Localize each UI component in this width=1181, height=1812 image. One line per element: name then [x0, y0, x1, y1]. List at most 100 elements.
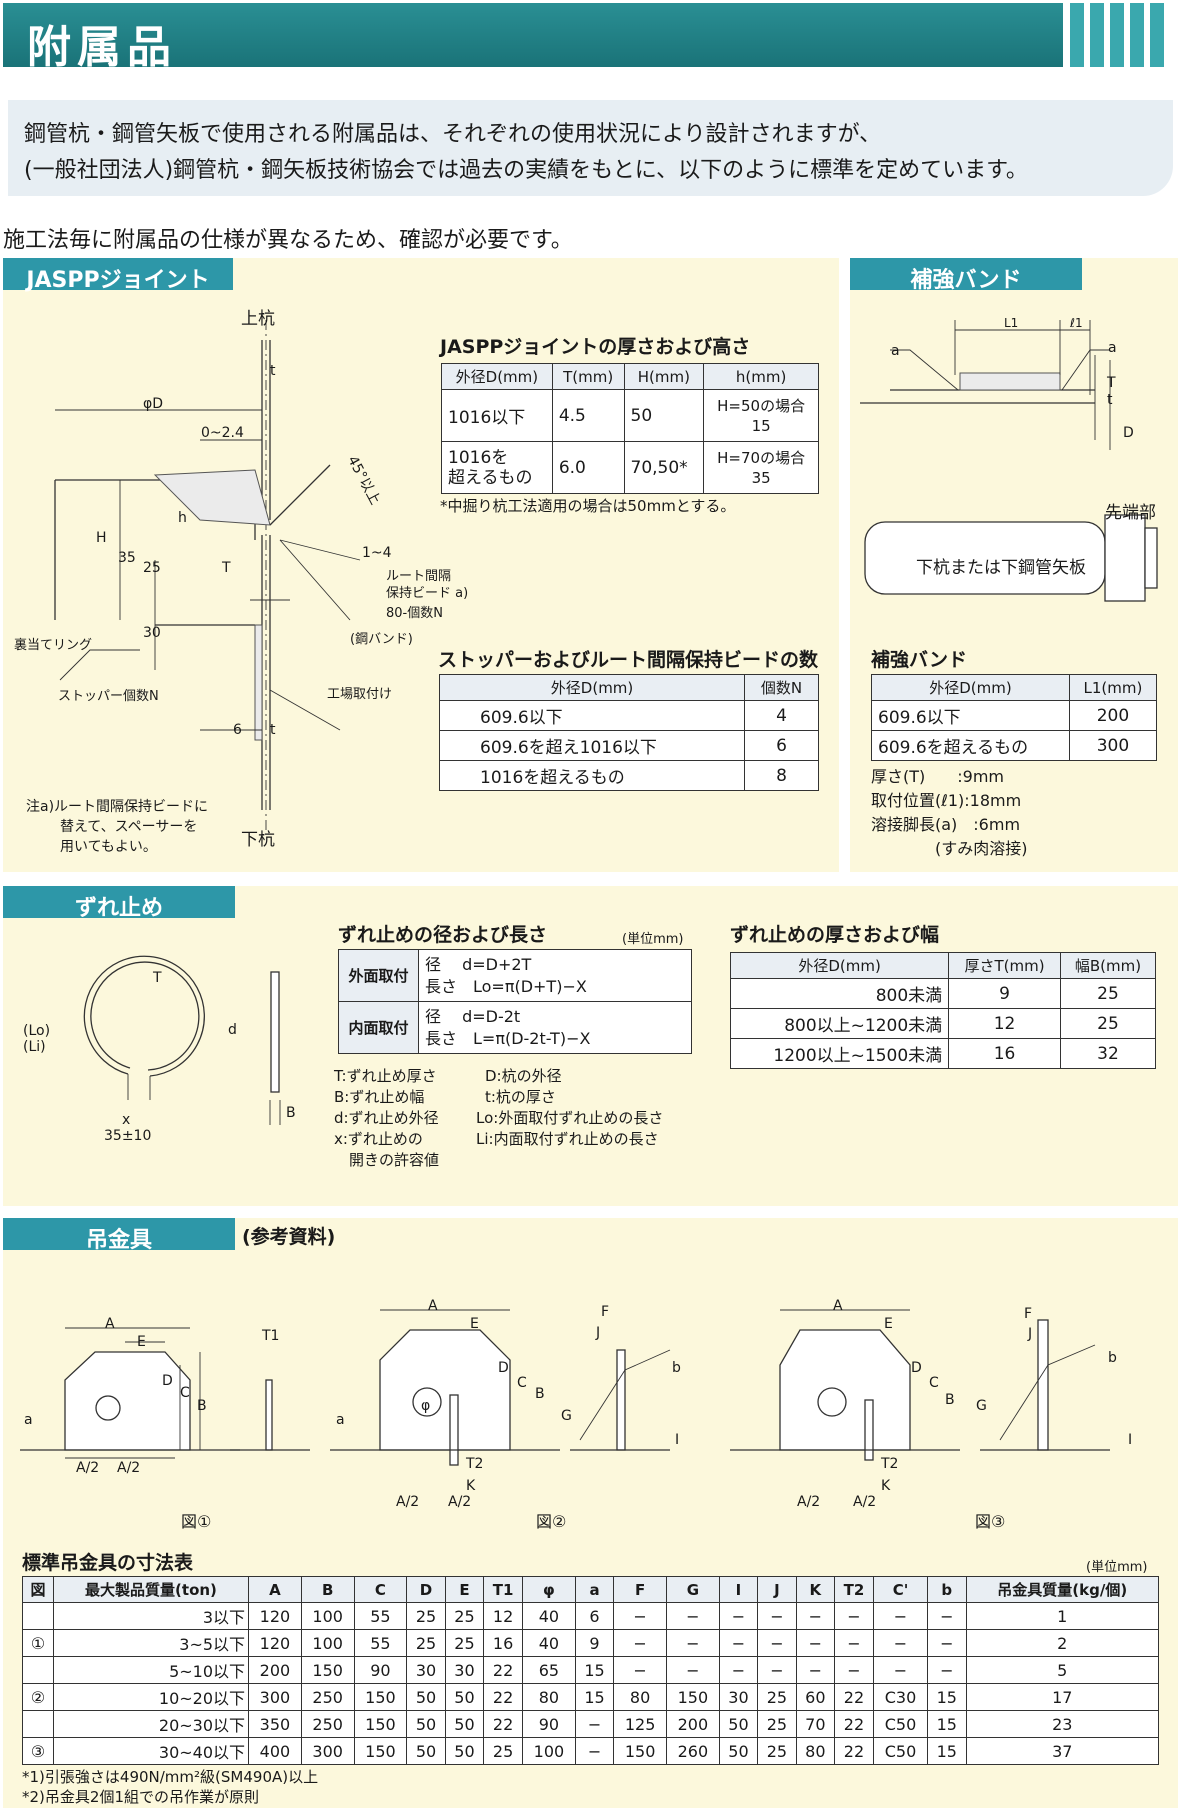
fig2-b: b — [672, 1360, 681, 1376]
fig1-C: C — [180, 1385, 190, 1401]
table-cell: 16 — [948, 1038, 1061, 1069]
tip-label: 先端部 — [1105, 503, 1156, 523]
page-title: 附属品 — [27, 22, 177, 73]
table-cell: 70 — [795, 1710, 836, 1738]
fig2-G: G — [561, 1408, 572, 1424]
t2-label: t — [270, 722, 276, 738]
legend-right-4: Li:内面取付ずれ止めの長さ — [476, 1130, 659, 1148]
col-header: 外径D(mm) — [441, 363, 553, 390]
hanger-diagrams — [20, 1309, 1110, 1466]
table-cell — [22, 1710, 54, 1738]
col-header: b — [927, 1576, 967, 1603]
table-cell: 25 — [757, 1737, 797, 1765]
col-header: 外径D(mm) — [871, 674, 1070, 701]
hanger-tab: 吊金具 — [3, 1218, 235, 1253]
legend-right-2: t:杭の厚さ — [485, 1088, 556, 1106]
table-cell: 4 — [744, 700, 819, 731]
d-range: 1016を — [448, 447, 509, 468]
fig3-K: K — [881, 1478, 891, 1494]
dim-35-label: 35 — [118, 550, 136, 566]
dim-1-4-label: 1~4 — [362, 545, 392, 561]
bead-label-1: ルート間隔 — [386, 569, 452, 584]
shear-thk-table: 外径D(mm) 厚さT(mm) 幅B(mm) 800未満 9 25 800以上~… — [729, 952, 1157, 1069]
table-cell: 25 — [757, 1683, 797, 1711]
table-cell: 120 — [248, 1629, 302, 1657]
table-cell: 22 — [834, 1710, 874, 1738]
shear-dia-title: ずれ止めの径および長さ — [338, 924, 548, 946]
header-bar: 附属品 — [3, 3, 1063, 73]
dim-6-label: 6 — [233, 722, 242, 738]
table-cell: − — [665, 1656, 720, 1684]
table-cell: ② — [22, 1683, 54, 1711]
table-cell: 1 — [965, 1602, 1159, 1630]
band-T-label: T — [1107, 375, 1116, 391]
table-cell: H=50の場合 15 — [703, 389, 819, 442]
pile-label: 下杭または下鋼管矢板 — [916, 558, 1086, 578]
fig3-half-1: A/2 — [797, 1494, 821, 1510]
row-header: 内面取付 — [338, 1001, 419, 1054]
fig3-label: 図③ — [975, 1512, 1006, 1531]
col-header: C' — [872, 1576, 929, 1603]
col-header: 吊金具質量(kg/個) — [965, 1576, 1159, 1603]
band-diagram — [860, 320, 1158, 602]
table-cell: − — [834, 1629, 874, 1657]
table-cell: 25 — [483, 1737, 524, 1765]
h-value: 35 — [751, 468, 771, 487]
table-cell: 400 — [248, 1737, 302, 1765]
col-header: J — [757, 1576, 797, 1603]
ring-B-label: B — [286, 1105, 296, 1121]
fig2-K: K — [466, 1478, 476, 1494]
col-header: φ — [522, 1576, 576, 1603]
legend-left-4: x:ずれ止めの — [334, 1130, 423, 1148]
table-cell: 10~20以下 — [52, 1683, 250, 1711]
table-cell: 2 — [965, 1629, 1159, 1657]
header-stripe — [1070, 3, 1084, 67]
stopper-label: ストッパー個数N — [58, 689, 159, 704]
fig2-a: a — [336, 1412, 345, 1428]
fig2-C: C — [517, 1375, 527, 1391]
col-header: H(mm) — [623, 363, 705, 390]
table-cell: 90 — [353, 1656, 408, 1684]
fig2-J: J — [596, 1325, 601, 1341]
h-label: h — [178, 510, 187, 526]
table-cell: 300 — [1068, 730, 1158, 761]
table-cell: 120 — [248, 1602, 302, 1630]
footnote-1: *1)引張強さは490N/mm²級(SM490A)以上 — [22, 1768, 319, 1786]
table-cell: 15 — [927, 1683, 967, 1711]
table-cell: − — [613, 1656, 667, 1684]
table-cell — [22, 1656, 54, 1684]
fig2-T2: T2 — [466, 1456, 484, 1472]
fig2-E: E — [470, 1316, 479, 1332]
note-line-2: 替えて、スペーサーを — [60, 819, 198, 835]
legend-left-1: T:ずれ止め厚さ — [334, 1067, 437, 1085]
fig1-half-1: A/2 — [76, 1460, 100, 1476]
fig1-E: E — [137, 1334, 146, 1350]
fig2-half-2: A/2 — [448, 1494, 472, 1510]
phid-label: φD — [143, 396, 164, 412]
legend-left-3: d:ずれ止め外径 — [334, 1109, 439, 1127]
weld-a-left: a — [891, 343, 900, 359]
shear-dia-unit: (単位mm) — [622, 932, 684, 947]
band-spec-3: 溶接脚長(a) :6mm — [871, 815, 1021, 834]
table-cell: 200 — [248, 1656, 302, 1684]
col-header: a — [574, 1576, 615, 1603]
table-cell: − — [927, 1602, 967, 1630]
table-cell: 4.5 — [551, 389, 625, 442]
band-spec-1: 厚さ(T) :9mm — [871, 767, 1005, 786]
intro-line-2: (一般社団法人)鋼管杭・鋼矢板技術協会では過去の実績をもとに、以下のように標準を… — [24, 158, 1028, 183]
jaspp-thickness-table: 外径D(mm) T(mm) H(mm) h(mm) 1016以下 4.5 50 … — [441, 363, 819, 494]
hanger-fig-2 — [330, 1309, 671, 1466]
table-cell: 55 — [353, 1629, 408, 1657]
fig3-J: J — [1028, 1326, 1033, 1342]
note-line-3: 用いてもよい。 — [60, 839, 157, 855]
table-cell: 80 — [522, 1683, 576, 1711]
fig1-a: a — [24, 1412, 33, 1428]
fig2-label: 図② — [536, 1512, 567, 1531]
legend-left-5: 開きの許容値 — [334, 1151, 440, 1169]
table-cell: 100 — [300, 1629, 355, 1657]
table-cell: 25 — [406, 1602, 446, 1630]
jaspp-thickness-title: JASPPジョイントの厚さおよび高さ — [440, 336, 751, 358]
table-cell: 150 — [353, 1737, 408, 1765]
